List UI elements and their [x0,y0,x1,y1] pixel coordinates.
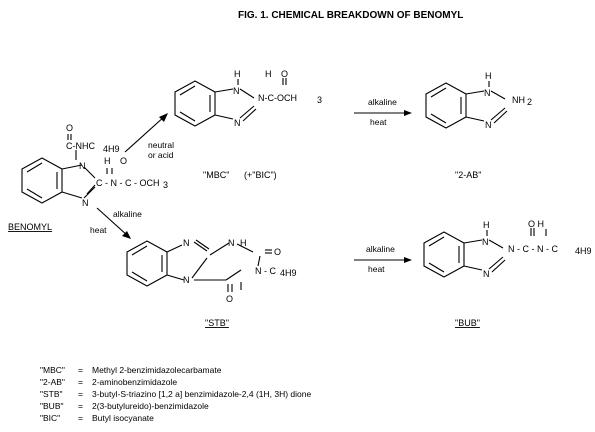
legend-abbr: "BUB" [40,401,64,411]
2ab-atom-h: H [485,71,492,81]
stb-chain-sub: 4H9 [280,268,297,278]
benomyl-atom-h9: 4H9 [103,144,120,154]
benomyl-atom-o2: O [120,156,127,166]
benomyl-atom-n1: N [79,161,86,171]
stb-name: "STB" [205,318,229,328]
condition-or-acid: or acid [148,150,174,160]
mbc-atom-o: O [281,69,288,79]
stb-atom-n-r: N [228,238,235,248]
legend-desc: 3-butyl-S-triazino [1,2 a] benzimidazole… [92,389,311,399]
bub-atom-n3: N [483,269,490,279]
legend-row: "MBC" = Methyl 2-benzimidazolecarbamate [40,365,222,375]
legend-row: "2-AB" = 2-aminobenzimidazole [40,377,177,387]
2ab-atom-nh2-sub: 2 [527,97,532,107]
benomyl-chain: C - N - C - OCH [96,178,160,188]
condition-heat-2: heat [370,117,387,127]
legend-eq: = [78,389,83,399]
condition-heat-1: heat [90,225,107,235]
mbc-name: "MBC" [203,170,229,180]
stb-structure [126,239,272,292]
condition-neutral: neutral [148,140,174,150]
stb-atom-n-top: N [183,238,190,248]
bub-atom-h: H [483,220,490,230]
condition-alkaline-1: alkaline [113,209,142,219]
mbc-atom-h: H [234,69,241,79]
condition-heat-3: heat [368,264,385,274]
stb-atom-h: H [240,238,247,248]
benomyl-atom-c-nhc: C-NHC [66,141,95,151]
legend-eq: = [78,377,83,387]
benomyl-atom-n3: N [82,198,89,208]
legend: "MBC" = Methyl 2-benzimidazolecarbamate … [40,365,311,423]
legend-row: "BIC" = Butyl isocyanate [40,413,154,423]
mbc-chain-sub: 3 [317,95,322,105]
benomyl-atom-h: H [104,156,111,166]
legend-abbr: "STB" [40,389,63,399]
legend-row: "BUB" = 2(3-butylureido)-benzimidazole [40,401,209,411]
condition-alkaline-3: alkaline [366,244,395,254]
stb-atom-n-mid: N [183,275,190,285]
legend-eq: = [78,365,83,375]
arrow-to-2ab-head [404,110,412,116]
bub-chain-sub: 4H9 [575,246,592,256]
benomyl-chain-sub: 3 [163,180,168,190]
mbc-atom-h2: H [265,69,272,79]
bub-structure [423,228,547,278]
2ab-atom-n1: N [484,88,491,98]
2ab-structure [425,81,508,129]
legend-abbr: "2-AB" [40,377,65,387]
2ab-atom-nh2: NH [512,95,525,105]
legend-desc: 2(3-butylureido)-benzimidazole [92,401,209,411]
legend-row: "STB" = 3-butyl-S-triazino [1,2 a] benzi… [40,389,311,399]
legend-eq: = [78,401,83,411]
legend-eq: = [78,413,83,423]
benomyl-name: BENOMYL [8,222,52,232]
mbc-atom-n1: N [233,86,240,96]
bub-atom-oh: O H [528,219,544,229]
mbc-atom-n3: N [234,118,241,128]
bub-name: "BUB" [455,318,480,328]
legend-desc: 2-aminobenzimidazole [92,377,177,387]
benomyl-atom-o-top: O [66,123,73,133]
bub-atom-n1: N [482,237,489,247]
stb-atom-o2: O [226,294,233,304]
mbc-chain: N-C-OCH [258,93,297,103]
legend-abbr: "MBC" [40,365,65,375]
stb-atom-o1: O [274,247,281,257]
2ab-name: "2-AB" [455,170,481,180]
bub-chain: N - C - N - C [508,244,558,254]
condition-alkaline-2: alkaline [368,97,397,107]
legend-abbr: "BIC" [40,413,60,423]
mbc-name-extra: (+"BIC") [244,170,277,180]
2ab-atom-n3: N [485,120,492,130]
arrow-to-stb [96,207,129,237]
benomyl-structure [21,134,113,204]
figure-title: FIG. 1. CHEMICAL BREAKDOWN OF BENOMYL [238,10,463,21]
mbc-structure [174,78,287,127]
arrow-to-mbc [124,115,166,153]
legend-desc: Butyl isocyanate [92,413,154,423]
stb-chain: N - C [255,266,276,276]
arrow-to-mbc-head [159,113,168,122]
arrow-to-bub-head [404,257,412,263]
legend-desc: Methyl 2-benzimidazolecarbamate [92,365,222,375]
arrow-to-stb-head [122,231,131,239]
